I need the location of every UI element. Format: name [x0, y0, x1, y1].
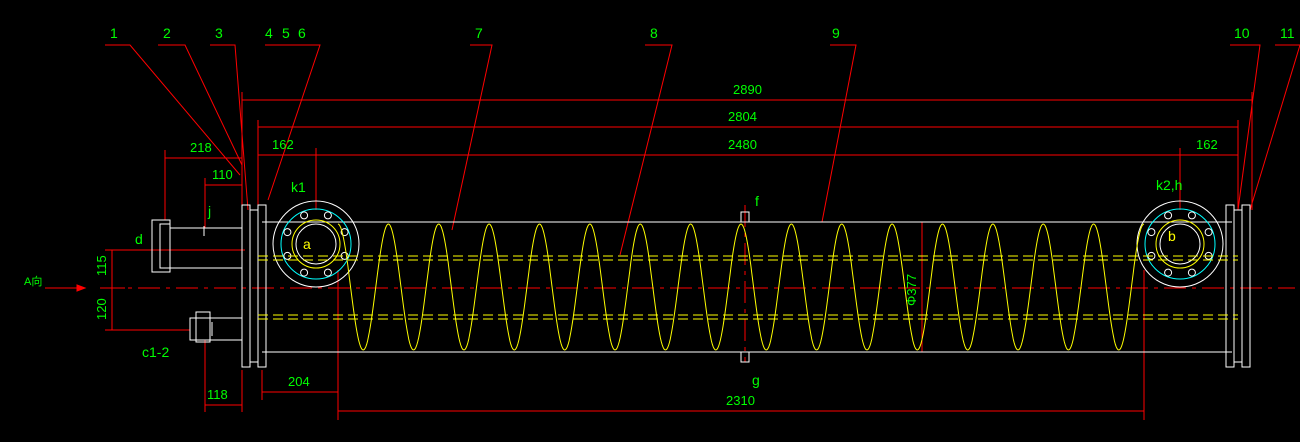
label-c12: c1-2 — [142, 344, 169, 360]
bolt-hole — [300, 268, 309, 277]
label-k2h: k2,h — [1156, 177, 1182, 193]
dim-right-offset: 162 — [1196, 137, 1218, 152]
part-number-1: 1 — [110, 25, 118, 41]
part-number-4: 4 — [265, 25, 273, 41]
flange-right — [1136, 200, 1224, 288]
label-texts: k1 k2,h d j A向 c1-2 f g a b — [24, 177, 1182, 388]
bolt-hole — [1164, 268, 1173, 277]
dim-overall: 2890 — [733, 82, 762, 97]
part-number-5: 5 — [282, 25, 290, 41]
dim-outer-flanges: 2804 — [728, 109, 757, 124]
part-number-11: 11 — [1280, 25, 1295, 41]
part-number-3: 3 — [215, 25, 223, 41]
dimension-lines — [45, 92, 1253, 420]
label-f: f — [755, 193, 759, 209]
bolt-hole — [323, 268, 332, 277]
dim-upper-offset: 115 — [94, 255, 109, 276]
bolt-holes — [283, 211, 1213, 277]
dim-left-extension: 218 — [190, 140, 212, 155]
dimension-texts: 2890 2804 2480 162 162 218 110 115 120 1… — [94, 82, 1218, 408]
part-number-10: 10 — [1234, 25, 1250, 41]
label-d: d — [135, 231, 143, 247]
part-number-9: 9 — [832, 25, 840, 41]
helical-coil — [337, 223, 1145, 351]
bolt-hole — [1164, 211, 1173, 220]
part-number-6: 6 — [298, 25, 306, 41]
part-number-2: 2 — [163, 25, 171, 41]
bolt-hole — [1204, 228, 1213, 237]
label-j: j — [207, 203, 211, 219]
vessel-outline — [151, 204, 1251, 368]
label-b: b — [1168, 228, 1176, 244]
dim-coil-start: 204 — [288, 374, 310, 389]
inner-tubes — [258, 255, 1238, 320]
bolt-hole — [1187, 211, 1196, 220]
label-a-view: A向 — [24, 274, 42, 288]
label-k1: k1 — [291, 179, 306, 195]
dim-lower-offset: 120 — [94, 298, 109, 320]
dim-coil-length: 2310 — [726, 393, 755, 408]
leader-lines — [105, 44, 1300, 256]
bolt-hole — [283, 228, 292, 237]
part-number-8: 8 — [650, 25, 658, 41]
label-g: g — [752, 372, 760, 388]
part-numbers: 1 2 3 4 5 6 7 8 9 10 11 — [110, 25, 1295, 41]
center-lines — [100, 205, 1295, 362]
dim-nozzle-extension: 110 — [212, 167, 233, 182]
bolt-hole — [1147, 228, 1156, 237]
dim-diameter: Φ377 — [904, 274, 919, 306]
bolt-hole — [323, 211, 332, 220]
dim-shell: 2480 — [728, 137, 757, 152]
bolt-hole — [1187, 268, 1196, 277]
part-number-7: 7 — [475, 25, 483, 41]
flange-left — [272, 200, 360, 288]
dim-bottom-nozzle: 118 — [207, 387, 228, 402]
label-a: a — [303, 236, 311, 252]
bolt-hole — [340, 228, 349, 237]
bolt-hole — [300, 211, 309, 220]
dim-left-offset: 162 — [272, 137, 294, 152]
